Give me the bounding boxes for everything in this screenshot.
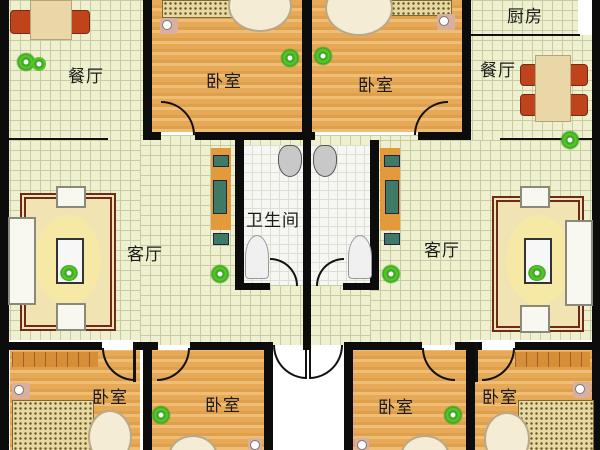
- rug-icon: [88, 410, 132, 450]
- chair-icon: [568, 94, 588, 116]
- plant-icon: [60, 265, 78, 281]
- wall: [0, 0, 9, 450]
- room-label-living-left: 客厅: [127, 245, 163, 265]
- lamp-icon: [160, 18, 178, 34]
- sofa-icon: [520, 305, 550, 333]
- room-label-bedroom-bottom-4: 卧室: [482, 388, 518, 408]
- room-label-bedroom-top-right: 卧室: [358, 76, 394, 96]
- sofa-icon: [520, 186, 550, 208]
- wall: [370, 140, 379, 290]
- tv-cabinet-icon: [385, 180, 399, 214]
- wall: [235, 140, 244, 290]
- toilet-icon: [245, 235, 269, 279]
- plant-icon: [381, 264, 401, 284]
- wall: [190, 342, 272, 350]
- sink-icon: [278, 145, 302, 177]
- wall: [303, 140, 311, 350]
- lamp-icon: [437, 14, 455, 30]
- lamp-icon: [573, 382, 591, 398]
- counter-line: [500, 138, 592, 140]
- room-label-living-right: 客厅: [424, 241, 460, 261]
- plant-icon: [280, 48, 300, 68]
- room-label-dining-right: 餐厅: [480, 61, 516, 81]
- kitchen-counter: [578, 0, 592, 35]
- rug-icon: [484, 412, 530, 450]
- wall: [344, 342, 422, 350]
- bed-icon: [518, 400, 594, 450]
- plant-icon: [313, 46, 333, 66]
- kitchen-divider: [470, 34, 580, 36]
- wall: [466, 342, 475, 450]
- chair-icon: [568, 64, 588, 86]
- room-label-bedroom-bottom-3: 卧室: [378, 398, 414, 418]
- sofa-icon: [8, 217, 36, 305]
- wall: [264, 342, 273, 450]
- wardrobe-icon: [515, 352, 590, 367]
- counter-line: [8, 138, 108, 140]
- plant-icon: [32, 57, 46, 71]
- tv-cabinet-icon: [213, 180, 227, 214]
- tv-cabinet-icon: [384, 233, 400, 245]
- toilet-icon: [348, 235, 372, 279]
- wall: [592, 0, 600, 450]
- sofa-icon: [565, 220, 593, 306]
- room-label-kitchen: 厨房: [507, 7, 543, 27]
- wall: [344, 342, 353, 450]
- plant-icon: [443, 405, 463, 425]
- room-label-bedroom-bottom-2: 卧室: [205, 396, 241, 416]
- tv-cabinet-icon: [213, 155, 229, 167]
- wall: [195, 132, 315, 140]
- wardrobe-icon: [12, 352, 98, 367]
- dining-table-icon: [30, 0, 72, 40]
- wall: [418, 132, 471, 140]
- sofa-icon: [56, 186, 86, 208]
- wall: [143, 0, 152, 140]
- dining-table-icon: [535, 55, 571, 122]
- wall: [235, 283, 270, 290]
- plant-icon: [151, 405, 171, 425]
- wall: [302, 0, 312, 140]
- plant-icon: [210, 264, 230, 284]
- room-label-bedroom-bottom-1: 卧室: [92, 388, 128, 408]
- lamp-icon: [248, 438, 262, 450]
- wall: [343, 283, 379, 290]
- lamp-icon: [12, 383, 30, 399]
- tv-cabinet-icon: [384, 155, 400, 167]
- plant-icon: [16, 52, 36, 72]
- room-label-bedroom-top-left: 卧室: [206, 72, 242, 92]
- plant-icon: [560, 130, 580, 150]
- tv-cabinet-icon: [213, 233, 229, 245]
- wall: [515, 342, 600, 350]
- bed-icon: [12, 400, 94, 450]
- sink-icon: [313, 145, 337, 177]
- wall: [143, 342, 152, 450]
- plant-icon: [528, 265, 546, 281]
- room-label-bathroom: 卫生间: [246, 211, 300, 231]
- wall: [475, 342, 478, 382]
- lamp-icon: [355, 438, 369, 450]
- wall: [143, 132, 161, 140]
- wall: [0, 342, 102, 350]
- coffee-table-icon: [56, 238, 84, 284]
- sofa-icon: [56, 303, 86, 331]
- room-label-dining-left: 餐厅: [68, 67, 104, 87]
- wall: [462, 0, 471, 140]
